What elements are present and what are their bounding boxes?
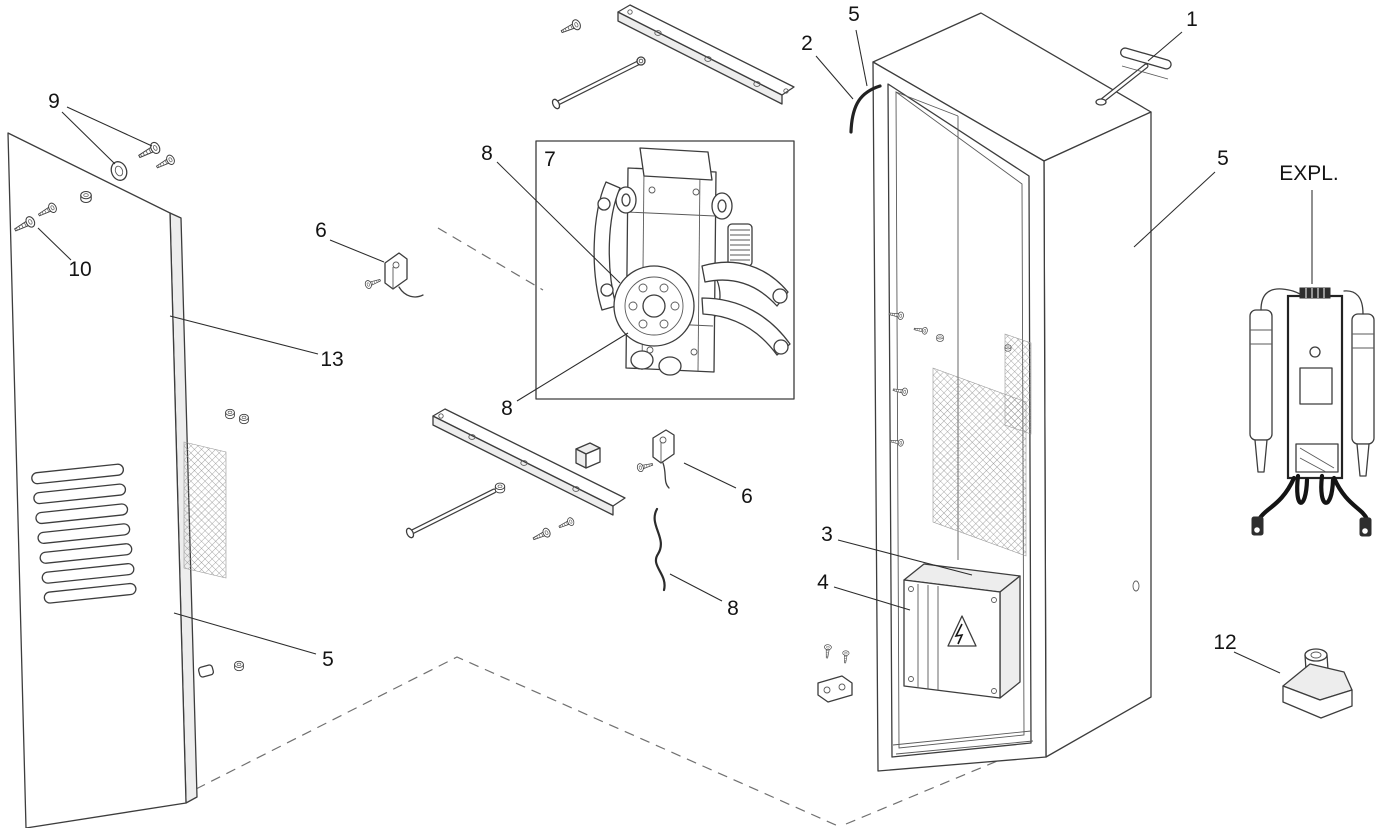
probe-right [1343, 290, 1375, 477]
mounting-rail-top [551, 4, 795, 110]
callout-part12: 12 [1213, 631, 1236, 654]
loop-detector-module [1249, 190, 1375, 537]
gearmotor-assembly [593, 147, 791, 376]
threaded-shaft [727, 223, 753, 267]
callout-part13: 13 [320, 348, 343, 371]
callout-part6-left: 6 [315, 219, 327, 242]
callout-part1: 1 [1186, 8, 1198, 31]
release-bracket-right [636, 429, 675, 489]
release-lock [1282, 648, 1353, 719]
callout-part8-cable: 8 [727, 597, 739, 620]
callout-part10: 10 [68, 258, 91, 281]
callout-part9: 9 [48, 90, 60, 113]
callout-part8-lower: 8 [501, 397, 513, 420]
callout-part6-right: 6 [741, 485, 753, 508]
warning-label [947, 615, 977, 647]
callout-part3: 3 [821, 523, 833, 546]
callout-part8-upper: 8 [481, 142, 493, 165]
panel-mesh [183, 441, 227, 579]
release-bracket-left [363, 252, 424, 298]
side-panel [7, 132, 249, 828]
cabinet-gasket [849, 84, 882, 134]
callout-part5-side: 5 [1217, 147, 1229, 170]
panel-louvers [31, 463, 137, 604]
callout-part5-panel: 5 [322, 648, 334, 671]
spacer-block [575, 442, 601, 469]
panel-fasteners-low [197, 660, 244, 678]
panel-fasteners-top [12, 140, 177, 236]
mounting-rail-bottom [405, 408, 626, 544]
callout-part2: 2 [801, 32, 813, 55]
rail-bolt [551, 56, 646, 110]
base-bracket [817, 644, 853, 703]
cover-handle [1095, 47, 1172, 106]
detail-inset-box [535, 140, 795, 400]
cabinet-mesh [932, 367, 1027, 557]
cabinet-mesh-strip [1004, 333, 1032, 435]
release-cable [653, 507, 666, 592]
callout-expl: EXPL. [1279, 162, 1339, 185]
callout-part5-top: 5 [848, 3, 860, 26]
module-wires [1251, 473, 1372, 537]
probe-left [1249, 288, 1301, 473]
rail-bolt [405, 488, 497, 539]
drive-gear [613, 265, 695, 347]
callout-part4: 4 [817, 571, 829, 594]
crank-arms [701, 261, 791, 356]
callout-part7: 7 [544, 148, 556, 171]
control-unit-box [903, 563, 1021, 699]
callouts: 9 10 13 5 6 8 7 8 6 8 2 5 1 5 3 4 12 EXP [37, 3, 1339, 674]
